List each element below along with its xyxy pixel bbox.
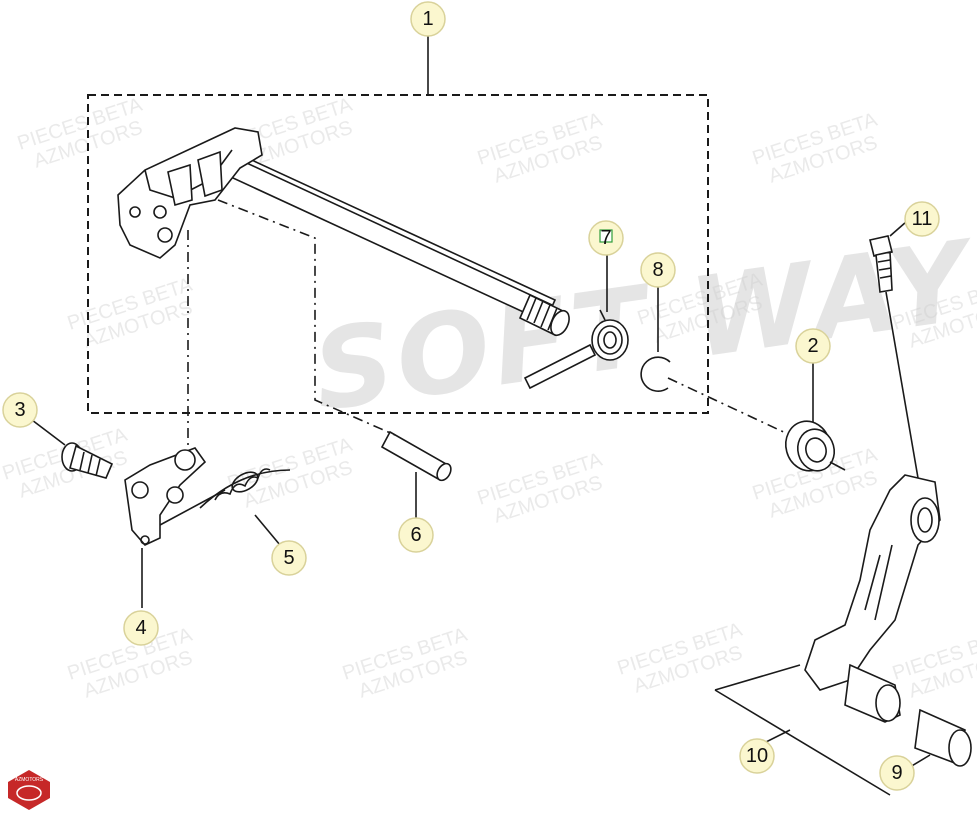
callout-5[interactable]: 5: [271, 540, 307, 576]
callout-11-label: 11: [912, 208, 933, 230]
assembly-line-bolt: [885, 291, 919, 479]
return-spring: [523, 309, 629, 390]
callout-11[interactable]: 11: [904, 201, 940, 237]
logo-text: AZMOTORS: [15, 777, 44, 783]
callout-3-label: 3: [14, 399, 25, 421]
screw: [61, 442, 114, 479]
callout-7-label: 7: [600, 227, 611, 249]
callout-8-label: 8: [652, 259, 663, 281]
stopper-lever: [124, 447, 207, 546]
callout-2-label: 2: [807, 335, 818, 357]
gear-shift-shaft: [117, 127, 570, 337]
pedal-rubber: [914, 708, 972, 767]
gear-shift-pedal: [804, 474, 941, 723]
azmotors-logo: AZMOTORS: [8, 770, 50, 810]
dowel-pin: [380, 430, 452, 482]
callout-11-leader: [889, 221, 907, 237]
bolt: [869, 235, 893, 293]
callout-4-label: 4: [135, 617, 146, 639]
callout-bubbles: 1 2 3 4 5 6 7 8: [2, 1, 940, 791]
callout-9[interactable]: 9: [879, 755, 915, 791]
callout-2[interactable]: 2: [795, 328, 831, 364]
callout-7[interactable]: 7: [588, 220, 624, 256]
callout-1-label: 1: [422, 8, 433, 30]
callout-6-label: 6: [410, 524, 421, 546]
callout-6[interactable]: 6: [398, 517, 434, 553]
callout-3-leader: [31, 419, 66, 446]
circlip: [640, 356, 671, 392]
stopper-spring: [159, 468, 291, 526]
assembly-line-shaft-seal: [667, 377, 791, 436]
checkbox-icon: [599, 229, 613, 243]
oil-seal: [784, 420, 846, 472]
callout-10-label: 10: [746, 745, 768, 767]
callout-4[interactable]: 4: [123, 610, 159, 646]
assembly-line-pin: [217, 199, 396, 436]
callout-1[interactable]: 1: [410, 1, 446, 37]
callout-9-label: 9: [891, 762, 902, 784]
callout-10[interactable]: 10: [739, 738, 775, 774]
callout-5-label: 5: [283, 547, 294, 569]
assembly-group-box: [87, 94, 709, 414]
callout-3[interactable]: 3: [2, 392, 38, 428]
callout-5-leader: [254, 514, 281, 546]
callout-8[interactable]: 8: [640, 252, 676, 288]
